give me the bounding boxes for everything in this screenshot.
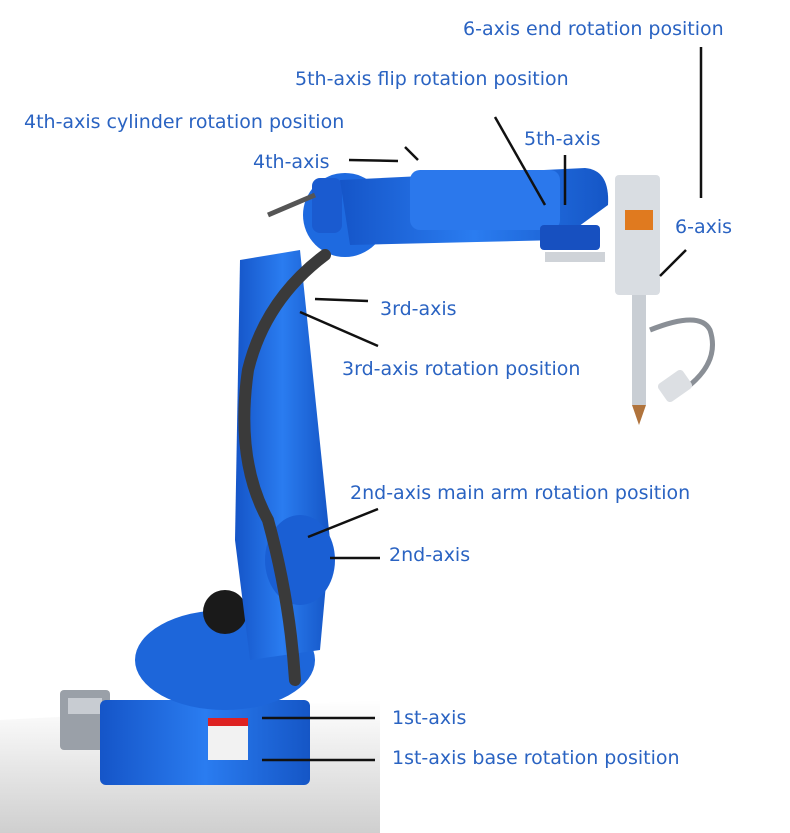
label-axis3-rotation: 3rd-axis rotation position xyxy=(342,358,581,380)
leader-axis4 xyxy=(348,158,399,163)
cable-harness xyxy=(238,249,331,686)
label-axis1: 1st-axis xyxy=(392,707,467,729)
robot-forearm xyxy=(340,168,609,250)
leader-lines xyxy=(262,47,703,762)
robot-end-effector xyxy=(545,175,715,425)
base-connector-icon xyxy=(60,690,110,750)
label-axis2-main-arm-rotation: 2nd-axis main arm rotation position xyxy=(350,482,691,504)
leader-axis6 xyxy=(659,249,687,277)
label-axis5: 5th-axis xyxy=(524,128,601,150)
leader-axis4-cyl xyxy=(404,146,419,161)
leader-axis3-rot xyxy=(299,310,379,348)
label-axis2: 2nd-axis xyxy=(389,544,471,566)
leader-axis2-main xyxy=(307,507,379,539)
label-axis4: 4th-axis xyxy=(253,151,330,173)
label-axis3: 3rd-axis xyxy=(380,298,457,320)
leader-axis3 xyxy=(314,297,369,303)
cable-flex xyxy=(267,192,316,218)
label-axis1-base-rotation: 1st-axis base rotation position xyxy=(392,747,680,769)
label-axis4-cylinder-rotation: 4th-axis cylinder rotation position xyxy=(24,111,345,133)
label-axis5-flip-rotation: 5th-axis flip rotation position xyxy=(295,68,569,90)
leader-axis5-flip xyxy=(493,116,547,206)
label-axis6: 6-axis xyxy=(675,216,733,238)
label-axis6-end-rotation: 6-axis end rotation position xyxy=(463,18,724,40)
